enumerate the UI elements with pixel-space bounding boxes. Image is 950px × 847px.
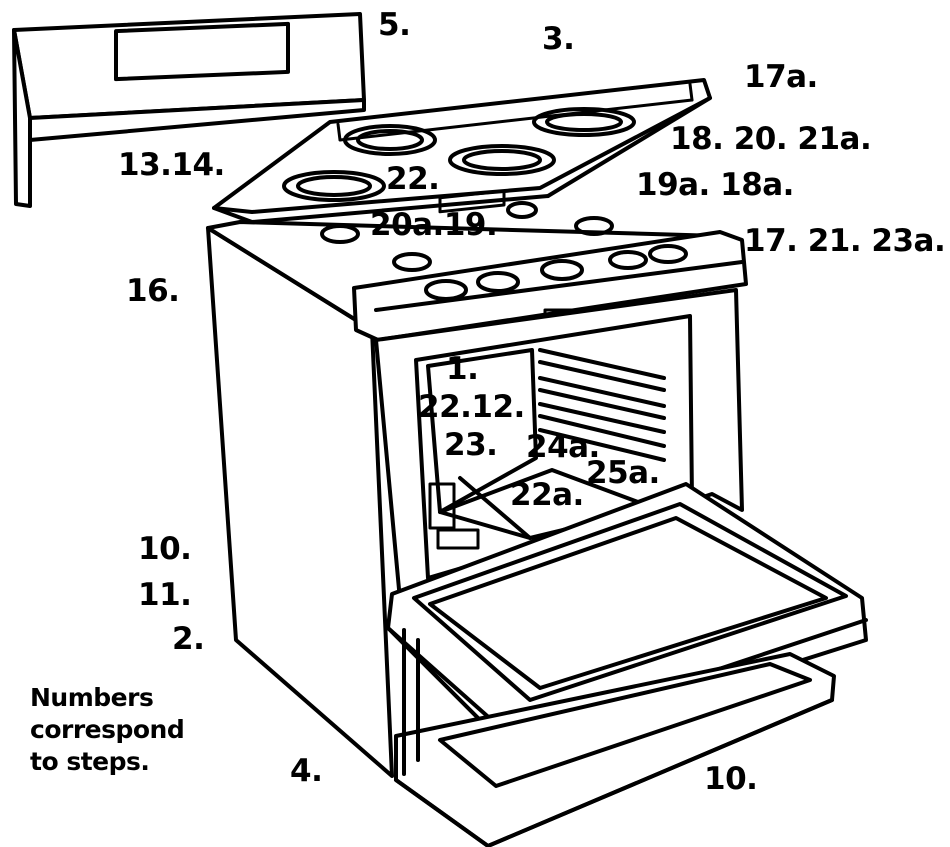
label-step-22a: 22a. (510, 477, 584, 513)
label-steps-20a-19: 20a.19. (370, 207, 498, 243)
backguard-panel (12, 12, 366, 208)
label-step-11: 11. (138, 577, 192, 613)
label-steps-13-14: 13.14. (118, 147, 225, 183)
label-step-25a: 25a. (586, 455, 660, 491)
note-line-1: Numbers (30, 683, 154, 712)
label-step-10-drawer: 10. (704, 761, 758, 797)
note-line-3: to steps. (30, 747, 150, 776)
label-step-10-side: 10. (138, 531, 192, 567)
label-steps-19a-18a: 19a. 18a. (636, 167, 794, 203)
label-steps-18-20-21a: 18. 20. 21a. (670, 121, 872, 157)
note-line-2: correspond (30, 715, 185, 744)
oven-cavity (374, 288, 744, 602)
storage-drawer (394, 628, 836, 847)
label-step-2: 2. (172, 621, 205, 657)
cooktop-lid (212, 78, 712, 224)
label-steps-17-21-23a: 17. 21. 23a. (744, 223, 946, 259)
label-step-22-cooktop: 22. (386, 161, 440, 197)
label-step-17a: 17a. (744, 59, 818, 95)
range-body (206, 189, 748, 778)
label-step-3: 3. (542, 21, 575, 57)
label-step-1: 1. (446, 351, 479, 387)
label-step-23: 23. (444, 427, 498, 463)
label-steps-22-12: 22.12. (418, 389, 525, 425)
label-step-4: 4. (290, 753, 323, 789)
label-step-24a: 24a. (526, 429, 600, 465)
label-step-16: 16. (126, 273, 180, 309)
label-step-5: 5. (378, 7, 411, 43)
diagram-note: Numbers correspond to steps. (30, 682, 185, 778)
